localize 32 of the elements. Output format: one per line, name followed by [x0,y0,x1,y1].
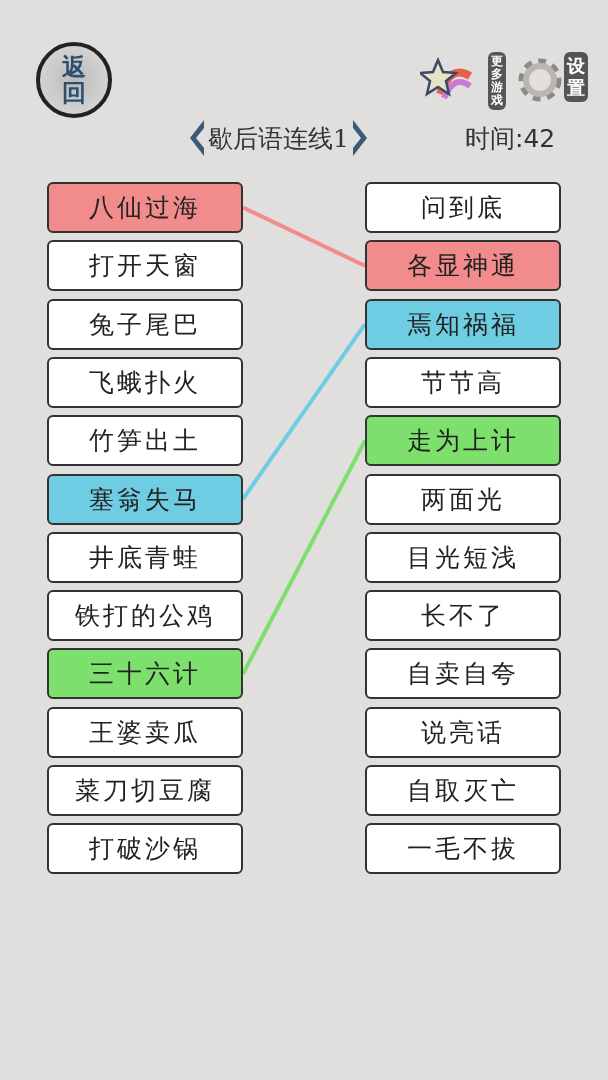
connecting-line [241,439,367,675]
level-title: 歇后语连线1 [208,122,349,155]
more-games-button: 更多游戏 [488,52,506,110]
answer-button: 两面光 [365,473,561,525]
answer-button: 自取灭亡 [365,765,561,816]
answer-button: 打开天窗 [47,240,243,292]
answer-button: 王婆卖瓜 [47,706,243,758]
settings-button: 设置 [564,52,588,102]
answer-button: 兔子尾巴 [47,298,243,350]
answer-button: 井底青蛙 [47,531,243,583]
answer-button: 菜刀切豆腐 [47,765,243,816]
answer-button: 飞蛾扑火 [47,356,243,408]
answer-button: 自卖自夸 [365,648,561,700]
connecting-line [242,205,366,268]
answer-button: 铁打的公鸡 [47,590,243,642]
answer-button: 竹笋出土 [47,415,243,467]
answer-button: 问到底 [365,182,561,233]
answer-button: 八仙过海 [47,182,243,233]
answer-button: 三十六计 [47,648,243,700]
answer-button: 走为上计 [365,415,561,467]
answer-button: 目光短浅 [365,531,561,583]
answer-button: 长不了 [365,590,561,642]
answer-button: 说亮话 [365,706,561,758]
answer-button: 一毛不拔 [365,823,561,875]
answer-button: 打破沙锅 [47,823,243,875]
back-button: 返回 [36,42,112,118]
connecting-line [241,322,367,501]
answer-button: 塞翁失马 [47,473,243,525]
answer-button: 焉知祸福 [365,298,561,350]
answer-button: 各显神通 [365,240,561,292]
timer-text: 时间:42 [465,123,556,155]
answer-button: 节节高 [365,356,561,408]
